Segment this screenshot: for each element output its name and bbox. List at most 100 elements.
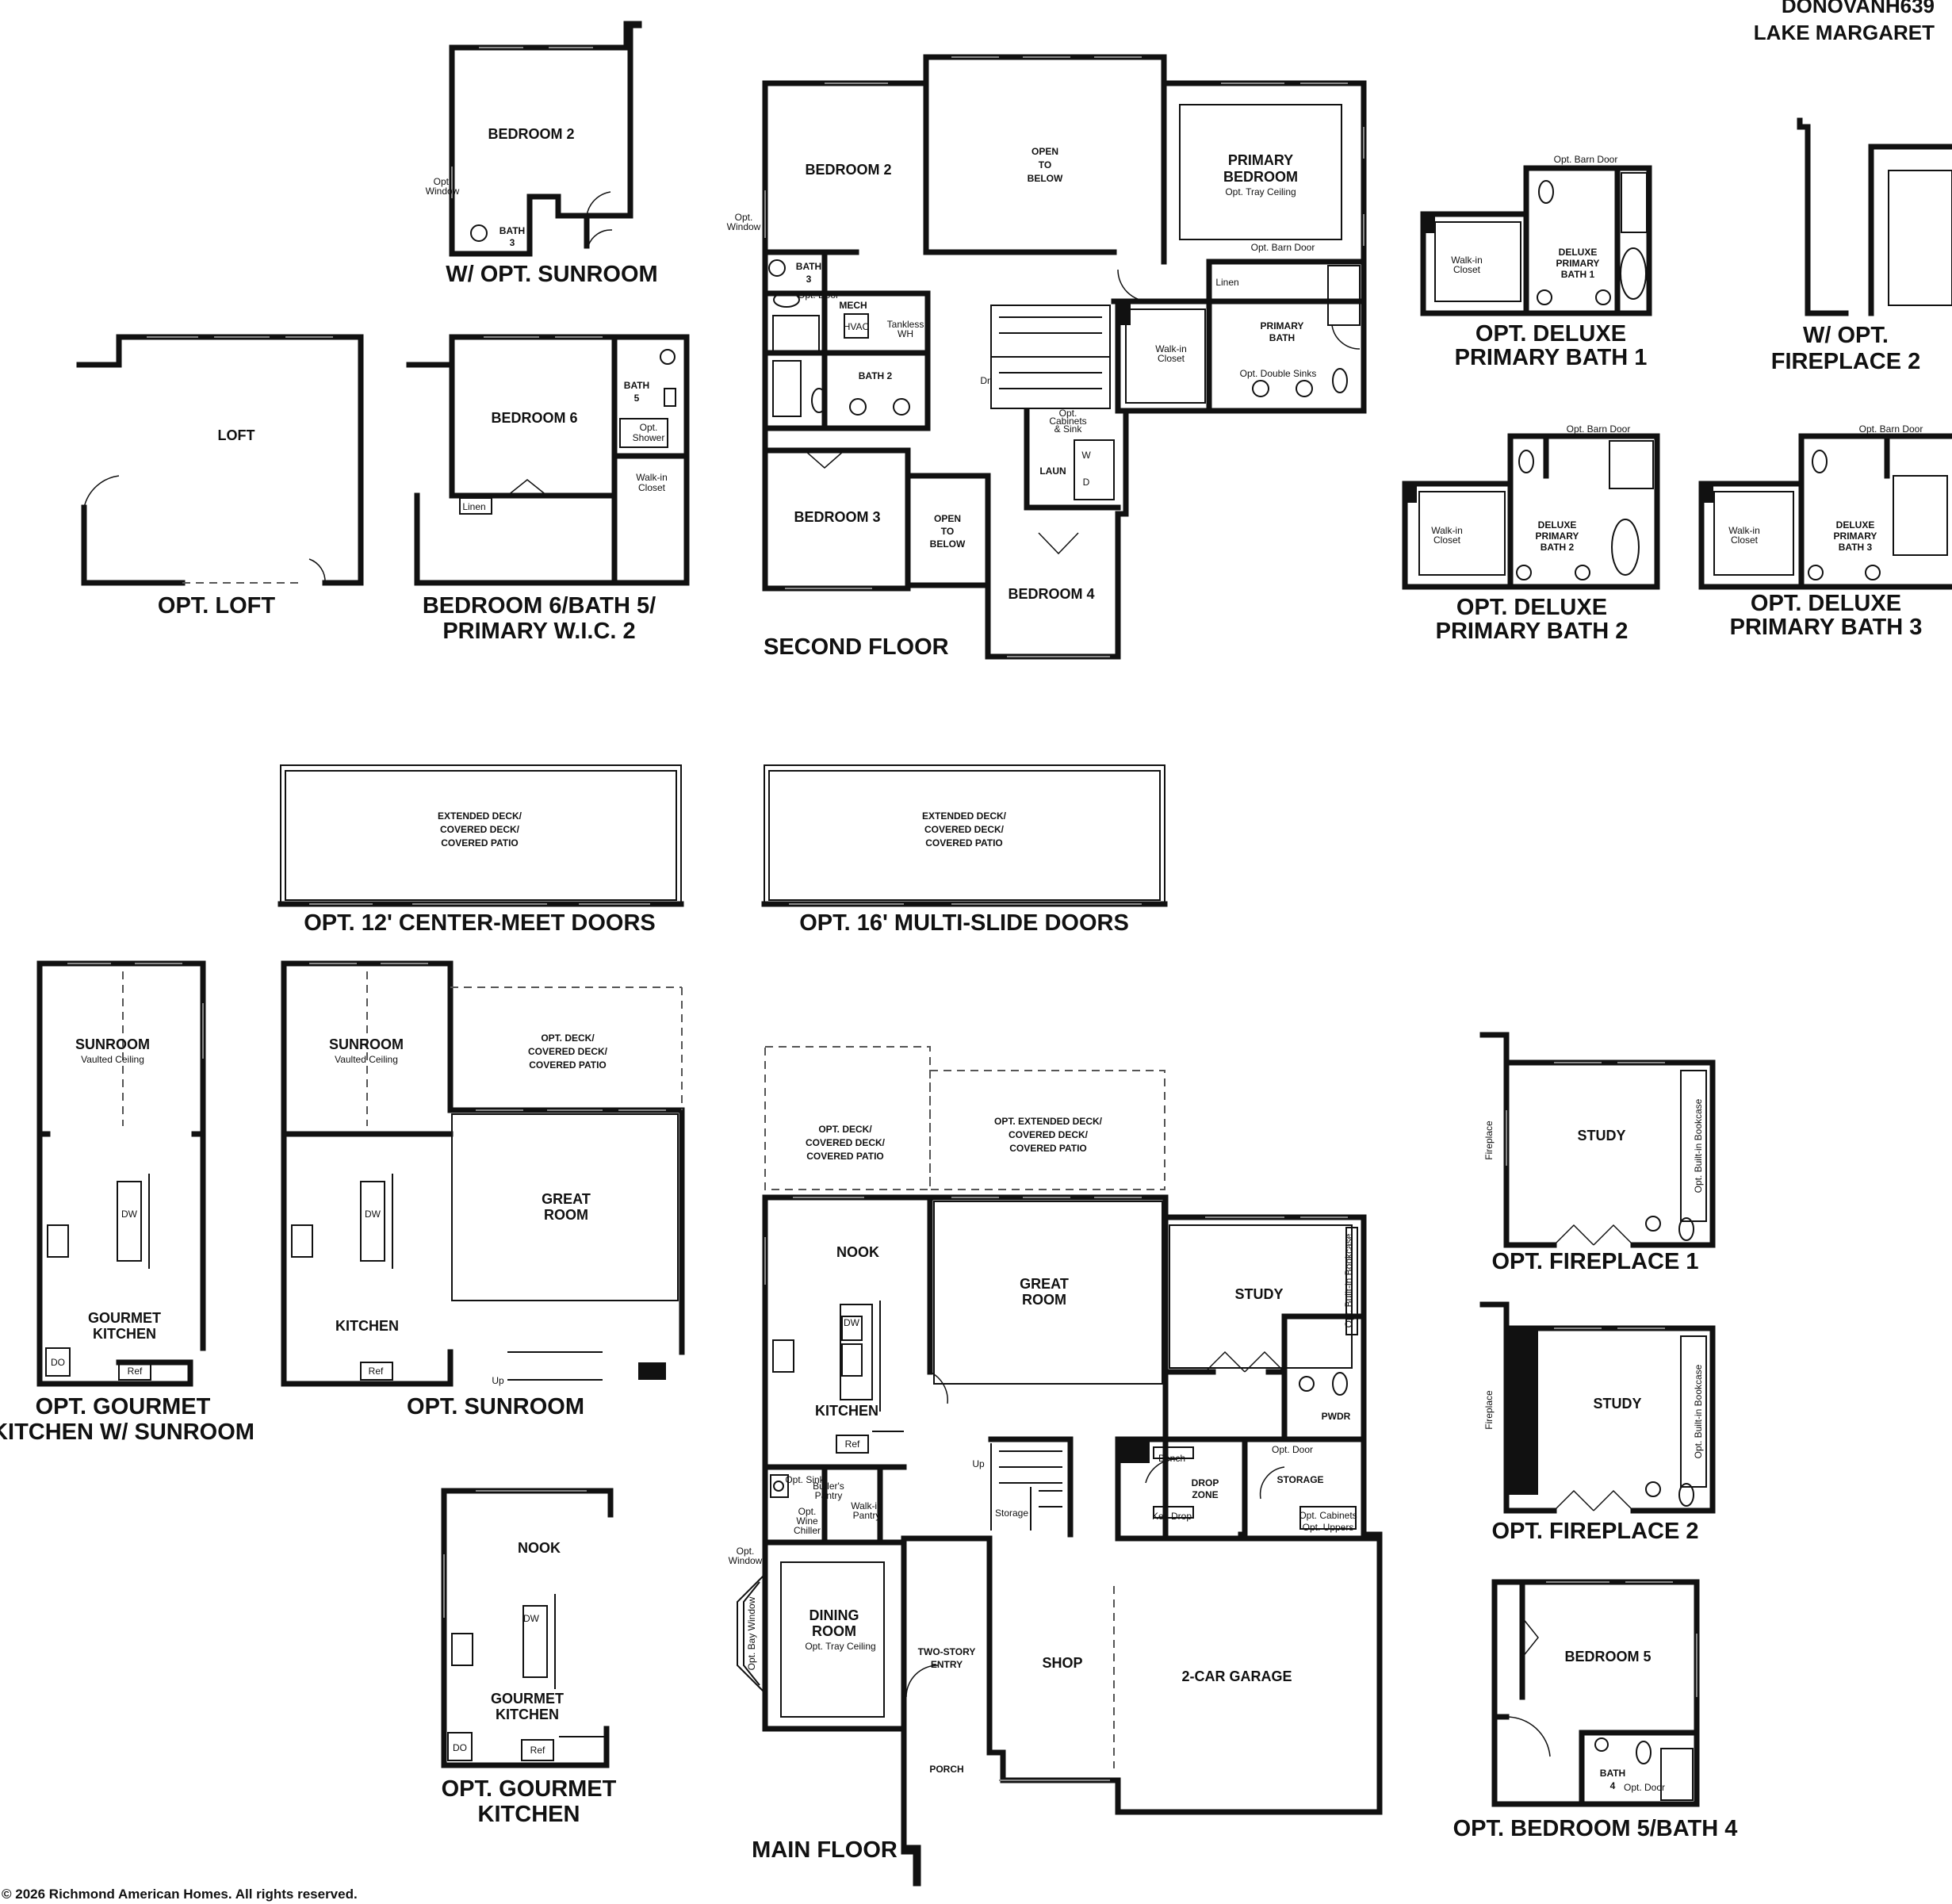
label-msd-deck-line3: COVERED PATIO bbox=[925, 837, 1003, 849]
label-mf-opt-sink: Opt. Sink bbox=[785, 1474, 825, 1485]
label-fp2-bookcase: Opt. Built-in Bookcase bbox=[1693, 1364, 1704, 1458]
room-open-below2-line1: OPEN bbox=[934, 513, 961, 524]
caption-deluxe1-line2: PRIMARY BATH 1 bbox=[1455, 345, 1648, 370]
caption-center-meet-doors: OPT. 12' CENTER-MEET DOORS bbox=[304, 910, 656, 936]
room-bath3-line1: BATH bbox=[796, 261, 821, 272]
label-mf-wine-line3: Chiller bbox=[794, 1525, 821, 1536]
label-mf-opt-door: Opt. Door bbox=[1272, 1444, 1313, 1455]
opt-fireplace1-plan: STUDY Fireplace Opt. Built-in Bookcase O… bbox=[1479, 1032, 1716, 1274]
label-deluxe1-line1: DELUXE bbox=[1559, 247, 1598, 258]
label-mf-ref: Ref bbox=[845, 1439, 860, 1450]
label-opt-window-a-line2: Window bbox=[426, 186, 460, 197]
label-deluxe3-line3: BATH 3 bbox=[1839, 542, 1873, 553]
label-fp2-fireplace: Fireplace bbox=[1483, 1390, 1495, 1430]
label-opt-shower-line1: Opt. bbox=[640, 422, 658, 433]
label-mf-pantry-line1: Walk-in bbox=[851, 1500, 882, 1511]
label-opt-window-b-line2: Window bbox=[727, 221, 761, 232]
caption-deluxe1-line1: OPT. DELUXE bbox=[1475, 321, 1626, 347]
label-gs-vaulted: Vaulted Ceiling bbox=[81, 1054, 144, 1065]
label-linen-2: Linen bbox=[1215, 277, 1238, 288]
label-mf-storage-small: Storage bbox=[995, 1507, 1028, 1519]
label-opt-cabinets-line2: Cabinets bbox=[1049, 416, 1086, 427]
label-deluxe3-line1: DELUXE bbox=[1836, 519, 1875, 531]
label-mf-pantry-line2: Pantry bbox=[853, 1510, 881, 1521]
label-os-deck-line2: COVERED DECK/ bbox=[528, 1046, 608, 1057]
label-tankless-line2: WH bbox=[898, 328, 913, 339]
room-open-below2-line2: TO bbox=[941, 526, 954, 537]
label-tankless-line1: Tankless bbox=[887, 319, 924, 330]
room-bath3-line2: 3 bbox=[806, 274, 812, 285]
room-primary-bath-line1: PRIMARY bbox=[1261, 320, 1304, 331]
room-bedroom5: BEDROOM 5 bbox=[1564, 1649, 1651, 1665]
label-dn: Dn bbox=[980, 375, 992, 386]
label-gs-do: DO bbox=[51, 1357, 65, 1368]
community-name: LAKE MARGARET bbox=[1754, 21, 1935, 44]
opt-gourmet-sunroom-plan: SUNROOM Vaulted Ceiling DW GOURMET KITCH… bbox=[0, 960, 255, 1445]
caption-deluxe2-line2: PRIMARY BATH 2 bbox=[1436, 619, 1629, 644]
label-gk-do: DO bbox=[453, 1742, 467, 1753]
label-opt-shower-line2: Shower bbox=[633, 432, 665, 443]
label-os-up: Up bbox=[492, 1375, 504, 1386]
label-deluxe1-barn-door: Opt. Barn Door bbox=[1554, 154, 1618, 165]
room-open-below2-line3: BELOW bbox=[930, 538, 966, 550]
room-bath5-line2: 5 bbox=[634, 393, 640, 404]
label-deluxe2-line3: BATH 2 bbox=[1541, 542, 1575, 553]
room-fp2-study: STUDY bbox=[1593, 1396, 1641, 1412]
room-mf-entry-line1: TWO-STORY bbox=[918, 1646, 976, 1657]
opt-deluxe-bath1-plan: Opt. Barn Door Walk-in Closet DELUXE PRI… bbox=[1420, 154, 1652, 370]
room-os-great-line1: GREAT bbox=[542, 1191, 591, 1207]
caption-bedroom6-line1: BEDROOM 6/BATH 5/ bbox=[423, 593, 656, 619]
room-gs-gourmet-line2: KITCHEN bbox=[93, 1326, 156, 1342]
caption-gourmet-sunroom-line2: KITCHEN W/ SUNROOM bbox=[0, 1419, 255, 1445]
label-mf-wine-line1: Opt. bbox=[798, 1506, 817, 1517]
label-mf-wine-line2: Wine bbox=[796, 1515, 818, 1527]
room-mf-kitchen: KITCHEN bbox=[815, 1403, 878, 1419]
room-mf-entry-line2: ENTRY bbox=[931, 1659, 963, 1670]
opt-bedroom6-plan: BEDROOM 6 BATH 5 Opt. Shower Walk-in Clo… bbox=[406, 334, 690, 644]
label-mf-dw: DW bbox=[844, 1317, 860, 1328]
label-fp1-fireplace: Fireplace bbox=[1483, 1121, 1495, 1160]
room-primary-bedroom-line2: BEDROOM bbox=[1223, 169, 1298, 185]
room-bedroom4: BEDROOM 4 bbox=[1008, 586, 1094, 602]
label-mf-opt-cabinets: Opt. Cabinets bbox=[1299, 1510, 1357, 1521]
room-mf-shop: SHOP bbox=[1042, 1655, 1082, 1671]
label-os-dw: DW bbox=[365, 1209, 381, 1220]
label-msd-deck-line2: COVERED DECK/ bbox=[924, 824, 1005, 835]
room-fp1-study: STUDY bbox=[1577, 1128, 1625, 1144]
label-mf-deck-line2: COVERED DECK/ bbox=[806, 1137, 886, 1148]
room-mf-dining-line1: DINING bbox=[810, 1607, 859, 1623]
caption-deluxe2-line1: OPT. DELUXE bbox=[1456, 595, 1607, 620]
room-gs-sunroom: SUNROOM bbox=[75, 1036, 150, 1052]
opt-sunroom-bedroom2-plan: BEDROOM 2 BATH 3 Opt. Window W/ OPT. SUN… bbox=[426, 21, 658, 287]
room-bedroom6: BEDROOM 6 bbox=[491, 410, 577, 426]
room-bath3-opt-line2: 3 bbox=[510, 237, 515, 248]
label-opt-window-b-line1: Opt. bbox=[735, 212, 753, 223]
room-laundry: LAUN bbox=[1039, 465, 1066, 477]
label-opt-barn-door: Opt. Barn Door bbox=[1251, 242, 1315, 253]
label-dryer: D bbox=[1083, 477, 1090, 488]
label-gk-dw: DW bbox=[523, 1613, 540, 1624]
label-mf-deck-line1: OPT. DECK/ bbox=[818, 1124, 872, 1135]
caption-deluxe3-line1: OPT. DELUXE bbox=[1751, 591, 1901, 616]
caption-w-opt-sunroom: W/ OPT. SUNROOM bbox=[446, 262, 657, 287]
caption-second-floor: SECOND FLOOR bbox=[764, 634, 949, 660]
label-gs-dw: DW bbox=[121, 1209, 138, 1220]
room-mf-storage: STORAGE bbox=[1276, 1474, 1323, 1485]
label-mf-extdeck-line1: OPT. EXTENDED DECK/ bbox=[994, 1116, 1103, 1127]
room-bath5-line1: BATH bbox=[624, 380, 649, 391]
opt-deluxe-bath2-plan: Opt. Barn Door Walk-in Closet DELUXE PRI… bbox=[1402, 423, 1660, 644]
caption-deluxe3-line2: PRIMARY BATH 3 bbox=[1730, 615, 1923, 640]
label-cmd-deck-line2: COVERED DECK/ bbox=[440, 824, 520, 835]
caption-gourmet-sunroom-line1: OPT. GOURMET bbox=[36, 1394, 211, 1419]
label-opt-door: Opt. Door bbox=[798, 289, 839, 301]
caption-fireplace2-top-line2: FIREPLACE 2 bbox=[1771, 349, 1921, 374]
room-bath3-opt-line1: BATH bbox=[499, 225, 525, 236]
opt-gourmet-kitchen-plan: NOOK DW GOURMET KITCHEN DO Ref OPT. GOUR… bbox=[441, 1488, 617, 1827]
caption-fireplace1: OPT. FIREPLACE 1 bbox=[1491, 1249, 1698, 1274]
room-mech: MECH bbox=[839, 300, 867, 311]
label-opt-cabinets-line3: & Sink bbox=[1054, 423, 1083, 435]
label-os-ref: Ref bbox=[369, 1366, 384, 1377]
room-open-below-line3: BELOW bbox=[1028, 173, 1063, 184]
label-mf-bench: Bench bbox=[1158, 1453, 1185, 1464]
